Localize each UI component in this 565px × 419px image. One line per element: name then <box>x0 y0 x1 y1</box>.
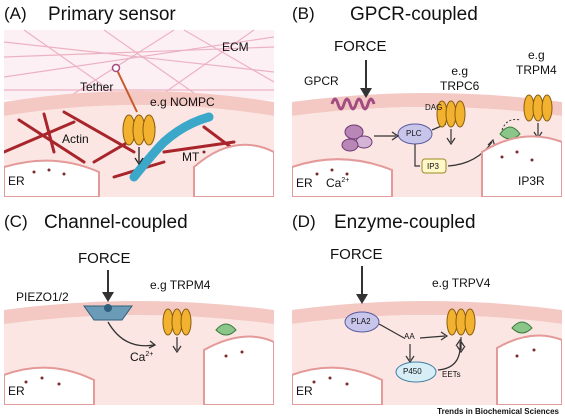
trpm4-channel <box>523 94 553 122</box>
tether-anchor <box>111 63 121 73</box>
calcium-dots <box>315 150 534 176</box>
microtubule <box>129 112 214 182</box>
pla2-label: PLA2 <box>351 317 371 326</box>
er-label: ER <box>8 384 25 398</box>
g-protein <box>341 124 373 152</box>
piezo-label: PIEZO1/2 <box>16 290 69 304</box>
panel-c-title: Channel-coupled <box>44 212 188 233</box>
ecm-region <box>4 30 274 100</box>
actin-label: Actin <box>62 132 89 146</box>
calcium-dots <box>24 350 244 386</box>
gpcr-label: GPCR <box>304 74 339 88</box>
aa-label: AA <box>404 332 415 341</box>
panel-d-title: Enzyme-coupled <box>334 212 476 233</box>
credit-text: Trends in Biochemical Sciences <box>437 407 559 416</box>
er-label: ER <box>8 174 25 188</box>
trpm4-label: e.g TRPM4 <box>150 278 211 292</box>
trpm4-label: e.g TRPM4 <box>516 48 557 77</box>
ip3r <box>499 126 521 140</box>
calcium-dots <box>312 348 536 386</box>
ip3r-label: IP3R <box>518 174 545 188</box>
panel-d: (D) Enzyme-coupled FORCE e.g TRPV4 PLA2 … <box>292 210 562 405</box>
force-label: FORCE <box>330 246 383 263</box>
nompc-label: e.g NOMPC <box>150 95 215 109</box>
er <box>4 159 100 197</box>
p450-enzyme <box>395 361 437 383</box>
panel-a-title: Primary sensor <box>48 4 176 25</box>
panel-b: (B) GPCR-coupled FORCE GPCR e.g TRPC6 e.… <box>292 2 562 197</box>
panel-a-diagram <box>4 29 274 197</box>
ip3r <box>215 323 237 336</box>
ecm-label: ECM <box>222 40 249 54</box>
panel-a: (A) Primary sensor ECM Tether e.g NOMPC … <box>4 2 274 197</box>
trpv4-channel <box>446 308 476 336</box>
plc-label: PLC <box>406 129 422 138</box>
force-label: FORCE <box>78 250 131 267</box>
calcium-label: Ca2+ <box>130 350 154 364</box>
trpc6-label: e.g TRPC6 <box>440 64 480 93</box>
er-label: ER <box>296 176 313 190</box>
trpm4-channel <box>162 308 192 336</box>
calcium-label: Ca2+ <box>326 176 350 190</box>
nompc-channel <box>122 114 156 146</box>
ip3-box <box>421 158 447 174</box>
er-right <box>496 334 562 405</box>
er-right <box>203 335 274 405</box>
pla2-enzyme <box>344 311 380 333</box>
panel-c: (C) Channel-coupled FORCE PIEZO1/2 e.g T… <box>4 210 274 405</box>
plasma-membrane <box>4 91 274 116</box>
panel-a-letter: (A) <box>4 4 27 23</box>
panel-b-diagram <box>292 30 562 197</box>
er-right <box>193 143 274 197</box>
piezo-channel <box>83 305 133 321</box>
tether-label: Tether <box>80 80 114 94</box>
gpcr <box>330 97 376 111</box>
er <box>4 366 95 405</box>
er <box>292 158 393 197</box>
force-label: FORCE <box>334 38 387 55</box>
p450-label: P450 <box>403 367 422 376</box>
panel-c-diagram <box>4 238 274 405</box>
tether-line <box>116 69 138 113</box>
eets-label: EETs <box>442 370 461 379</box>
ip3-label: IP3 <box>427 162 440 171</box>
panel-c-letter: (C) <box>4 212 28 231</box>
panel-b-letter: (B) <box>292 4 315 23</box>
mt-label: MT <box>182 150 200 164</box>
er-label: ER <box>296 384 313 398</box>
panel-d-diagram <box>292 266 562 405</box>
ip3r <box>511 321 533 334</box>
trpc6-channel <box>436 100 466 128</box>
panel-b-title: GPCR-coupled <box>350 4 478 25</box>
trpv4-label: e.g TRPV4 <box>432 276 491 290</box>
er <box>292 366 383 405</box>
plasma-membrane <box>292 301 562 324</box>
er-right <box>481 135 562 197</box>
dag-label: DAG <box>425 103 443 112</box>
panel-d-letter: (D) <box>292 212 316 231</box>
